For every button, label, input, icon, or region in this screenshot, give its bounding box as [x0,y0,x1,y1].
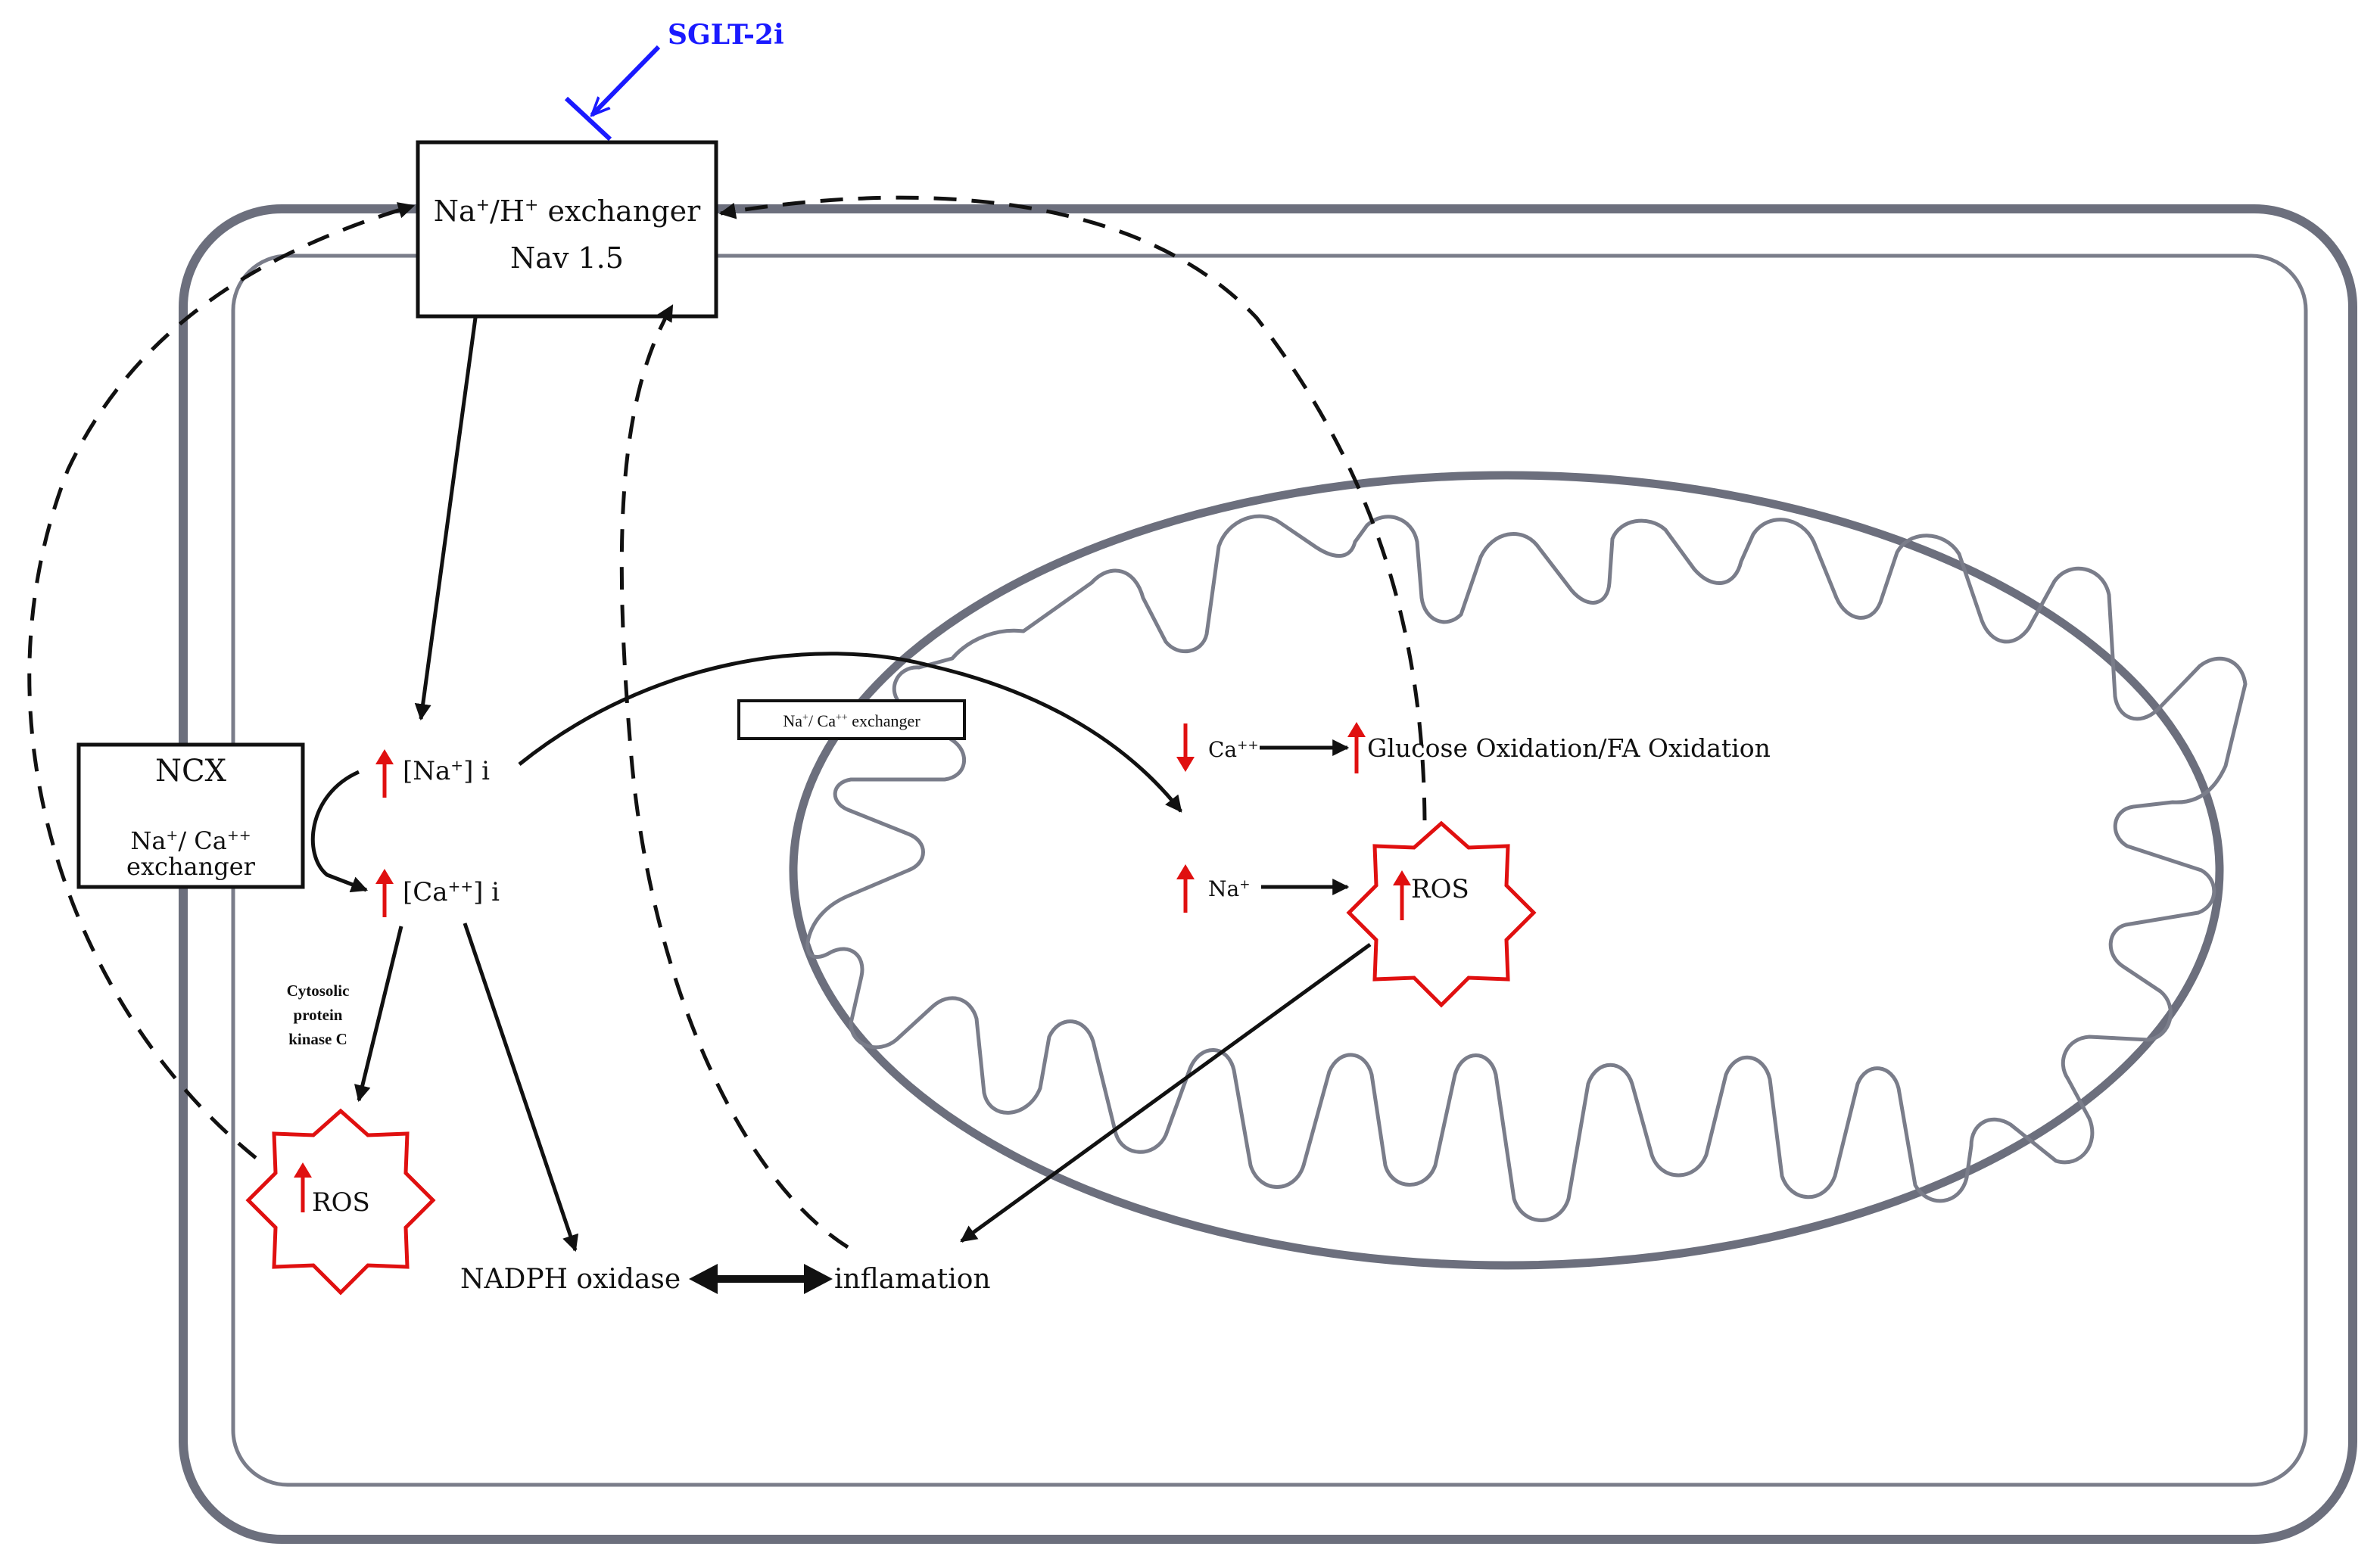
mitochondrion-cristae [805,514,2248,1222]
inflammation-to-nhe-dashed-arrow [619,304,849,1249]
mito-exchanger-box: Na+/ Ca++ exchanger [737,699,966,740]
nadph-oxidase-label: NADPH oxidase [460,1264,681,1295]
inhibition-arrow [592,45,661,115]
cytosol-ros-label: ROS [312,1187,370,1218]
nhe-exchanger-box: Na+/H+ exchanger Nav 1.5 [416,140,718,319]
mito-to-nhe-dashed-arrow [718,195,1427,821]
ca-increase-icon [375,869,394,917]
cytosol-ros-star-icon [245,1108,436,1296]
cytosol-labels: [Na+] i [Ca++] i Cytosolic protein kinas… [245,749,991,1296]
mito-ca-label: Ca++ [1208,737,1259,762]
feedback-arrows [27,195,1427,1249]
mito-ros-label: ROS [1411,874,1469,904]
cell-outer-membrane [179,204,2357,1544]
na-increase-icon [375,749,394,798]
mito-labels: Ca++ Glucose Oxidation/FA Oxidation Na+ … [1176,722,1771,1008]
oxidation-increase-icon [1347,722,1366,773]
ncx-line2: exchanger [126,852,256,881]
ncx-title: NCX [155,754,227,789]
nadph-inflammation-double-arrow [689,1264,833,1294]
ncx-box: NCX Na+/ Ca++ exchanger [76,742,305,889]
mito-na-increase-icon [1176,864,1195,913]
pkc-label-line2: protein [294,1006,343,1024]
mito-ros-star-icon [1346,820,1537,1008]
na-to-ca-arrow [310,770,369,893]
inhibition-bar-icon [564,96,612,142]
intracellular-ca-label: [Ca++] i [403,877,500,907]
cell-inner-membrane [231,254,2308,1487]
mito-exchanger-label: Na+/ Ca++ exchanger [783,711,921,730]
sglt2i-inhibition: SGLT-2i [564,19,784,142]
na-to-mito-arrow [518,652,1182,813]
nav15-label: Nav 1.5 [510,241,624,275]
mitochondrion [789,471,2248,1270]
intracellular-na-label: [Na+] i [403,756,490,786]
nhe-label: Na+/H+ exchanger [434,194,701,228]
ca-to-nadph-arrow [463,923,579,1252]
nhe-to-na-arrow [414,317,478,721]
ca-to-ros-arrow [354,926,403,1103]
ros-to-nhe-dashed-arrow [27,202,416,1159]
mito-na-label: Na+ [1208,876,1250,901]
solid-arrows [310,317,1372,1252]
ncx-line1: Na+/ Ca++ [130,826,251,855]
inflammation-label: inflamation [834,1264,991,1295]
mito-ca-decrease-icon [1176,723,1195,772]
pkc-label-line3: kinase C [288,1030,347,1048]
sglt2i-label: SGLT-2i [668,19,784,51]
oxidation-label: Glucose Oxidation/FA Oxidation [1367,733,1771,763]
ros-to-inflammation-arrow [960,942,1372,1243]
mitochondrion-outer-membrane [789,471,2224,1270]
pkc-label-line1: Cytosolic [287,982,350,1000]
